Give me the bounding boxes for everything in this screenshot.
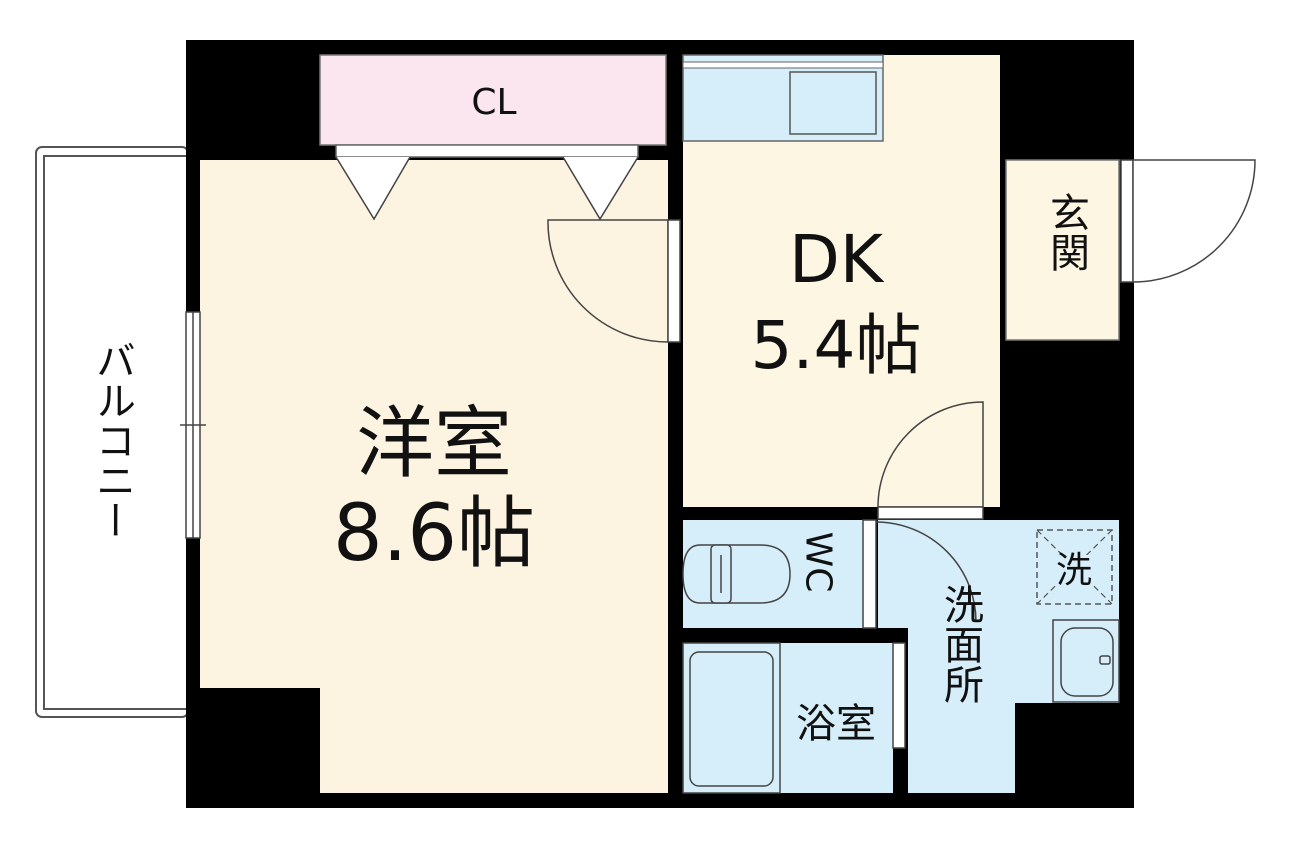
washroom-door-icon <box>877 401 984 520</box>
sink-icon <box>1052 619 1120 703</box>
entrance-label: 玄関 <box>1043 192 1089 272</box>
western-room-name: 洋室 <box>356 399 512 489</box>
washer-label: 洗 <box>1056 550 1092 591</box>
closet-door-icon <box>335 156 639 221</box>
western-room-size: 8.6帖 <box>333 489 535 579</box>
entrance-area <box>1005 159 1120 341</box>
toilet-label: WC <box>798 532 839 593</box>
closet-label: CL <box>471 82 516 123</box>
balcony-window <box>180 311 206 539</box>
western-room-floor <box>200 160 668 793</box>
room-door-icon <box>547 219 681 343</box>
dk-name: DK <box>789 221 885 298</box>
dk-floor <box>683 55 1000 507</box>
dk-size: 5.4帖 <box>751 307 922 384</box>
balcony-label: バルコニー <box>89 340 135 540</box>
closet-area <box>319 54 667 146</box>
toilet-icon <box>682 544 791 604</box>
kitchen-counter <box>682 54 884 142</box>
bathroom-label: 浴室 <box>796 701 876 747</box>
bathtub-icon <box>682 642 781 794</box>
washer-space <box>1036 529 1113 605</box>
front-door-icon <box>1120 159 1256 283</box>
washroom-label: 洗面所 <box>937 584 983 704</box>
